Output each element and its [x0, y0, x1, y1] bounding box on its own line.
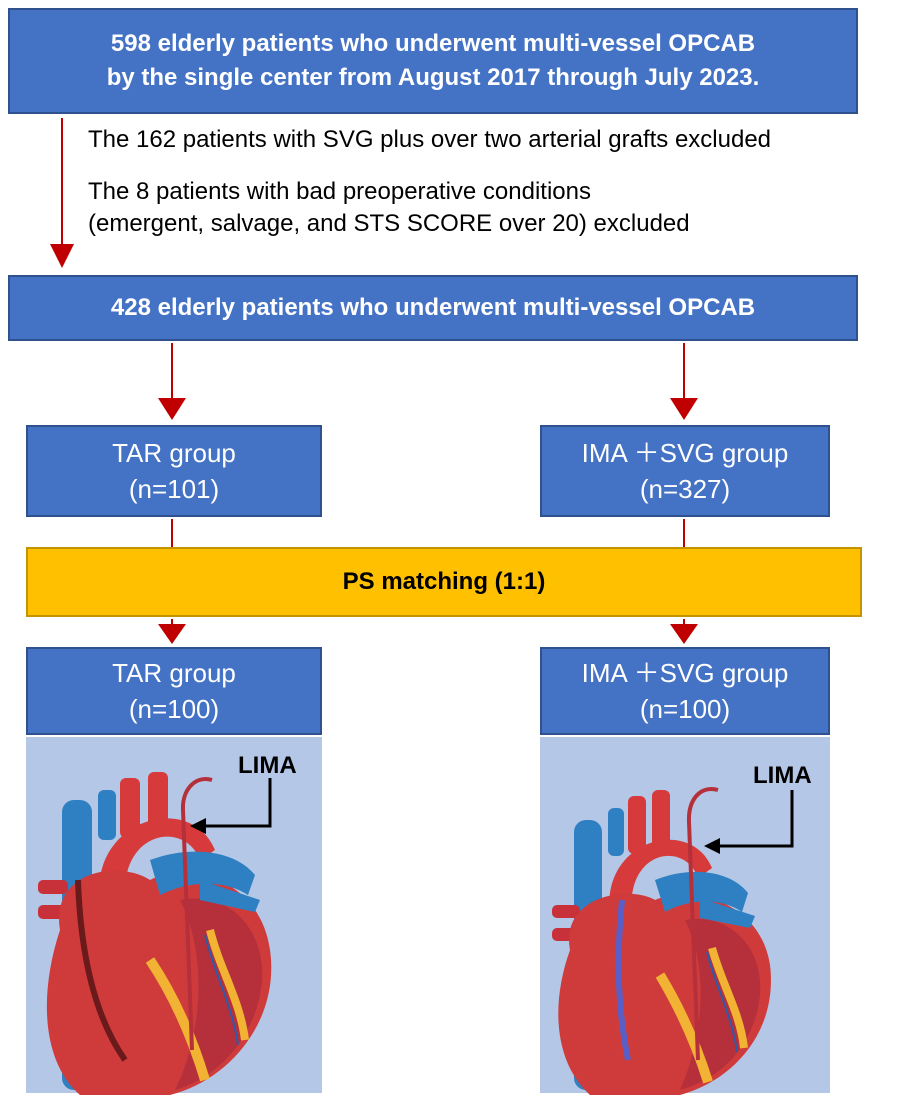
cohort-line-1: 598 elderly patients who underwent multi… — [110, 30, 756, 57]
exclusion-note-2-line-2: (emergent, salvage, and STS SCORE over 2… — [88, 210, 690, 237]
ps-matching-bar: PS matching (1:1) — [26, 547, 862, 617]
ima-svg-heart-illustration — [552, 787, 794, 1095]
tar-group-before-count: (n=101) — [128, 474, 220, 504]
tar-group-before-name: TAR group — [112, 438, 236, 468]
arrowhead-left-1 — [158, 398, 186, 420]
lima-label-right: LIMA — [753, 762, 812, 789]
ima-svg-group-after-name: IMA ＋SVG group — [581, 658, 789, 688]
tar-group-after-name: TAR group — [112, 658, 236, 688]
ima-svg-group-after-count: (n=100) — [639, 694, 731, 724]
arrowhead-right-1 — [670, 398, 698, 420]
cohort-line-2: by the single center from August 2017 th… — [106, 64, 760, 91]
ima-svg-group-after-box: IMA ＋SVG group (n=100) — [540, 647, 830, 735]
included-text: 428 elderly patients who underwent multi… — [110, 294, 756, 321]
lima-label-left: LIMA — [238, 752, 297, 779]
tar-group-after-box: TAR group (n=100) — [26, 647, 322, 735]
arrowhead-right-2 — [670, 624, 698, 644]
tar-group-before-box: TAR group (n=101) — [26, 425, 322, 517]
cohort-box: 598 elderly patients who underwent multi… — [8, 8, 858, 114]
ima-svg-group-before-box: IMA ＋SVG group (n=327) — [540, 425, 830, 517]
exclusion-note-1: The 162 patients with SVG plus over two … — [88, 126, 772, 153]
exclusion-note-2-line-1: The 8 patients with bad preoperative con… — [88, 178, 591, 205]
ima-svg-group-before-name: IMA ＋SVG group — [581, 438, 789, 468]
arrowhead-left-2 — [158, 624, 186, 644]
arrowhead-main — [50, 244, 74, 268]
ima-svg-group-before-count: (n=327) — [639, 474, 731, 504]
tar-heart-illustration — [38, 772, 272, 1095]
tar-group-after-count: (n=100) — [128, 694, 220, 724]
included-box: 428 elderly patients who underwent multi… — [8, 275, 858, 341]
